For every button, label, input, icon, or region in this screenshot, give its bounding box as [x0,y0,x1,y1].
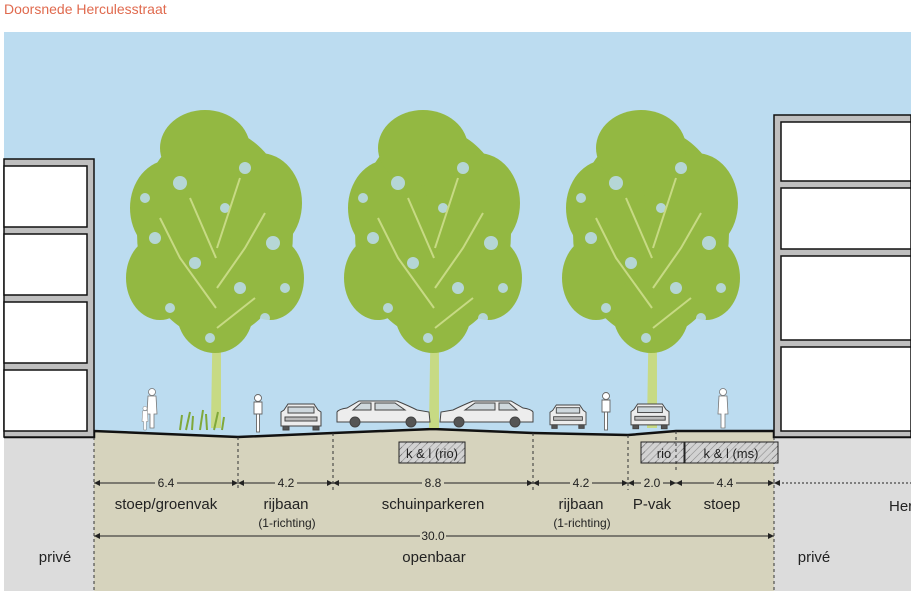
segment-name-5: P-vak [633,496,672,513]
segment-sub-4: (1-richting) [553,516,610,530]
car-front-left [280,403,322,431]
segment-width-5: 2.0 [644,476,661,490]
segment-width-4: 4.2 [573,476,590,490]
cable-label-left: k & l (rio) [406,446,458,461]
cable-box-k-l-ms: k & l (ms) [684,441,779,464]
ground-private-right [774,437,911,591]
cable-box-rio: rio [640,441,685,464]
cable-label-right: k & l (ms) [704,446,759,461]
segment-tick-lines [237,433,629,490]
segment-width-3: 8.8 [425,476,442,490]
grass-tufts [179,409,225,431]
segment-arrows [94,480,780,486]
zone-label-right-partial: Her [889,498,911,515]
cable-box-k-l-rio: k & l (rio) [398,441,466,464]
segment-width-2: 4.2 [278,476,295,490]
ground-private-left [4,437,94,591]
segment-name-3: schuinparkeren [382,496,485,513]
segment-name-4: rijbaan [558,496,603,513]
segment-name-1: stoep/groenvak [115,496,218,513]
segment-name-6: stoep [704,496,741,513]
zone-label-left: privé [39,549,72,566]
car-front-middle [549,404,587,429]
segment-width-6: 4.4 [717,476,734,490]
car-front-right [630,403,670,430]
diagram-title: Doorsnede Herculesstraat [4,1,167,17]
total-arrows [94,533,774,539]
zone-label-right: privé [798,549,831,566]
segment-name-2: rijbaan [263,496,308,513]
segment-sub-2: (1-richting) [258,516,315,530]
total-width: 30.0 [421,529,445,543]
cable-label-mid: rio [657,446,671,461]
building-left [3,158,95,438]
total-label: openbaar [402,549,465,566]
ground-public [94,429,774,591]
segment-width-1: 6.4 [158,476,175,490]
building-right [773,114,911,438]
